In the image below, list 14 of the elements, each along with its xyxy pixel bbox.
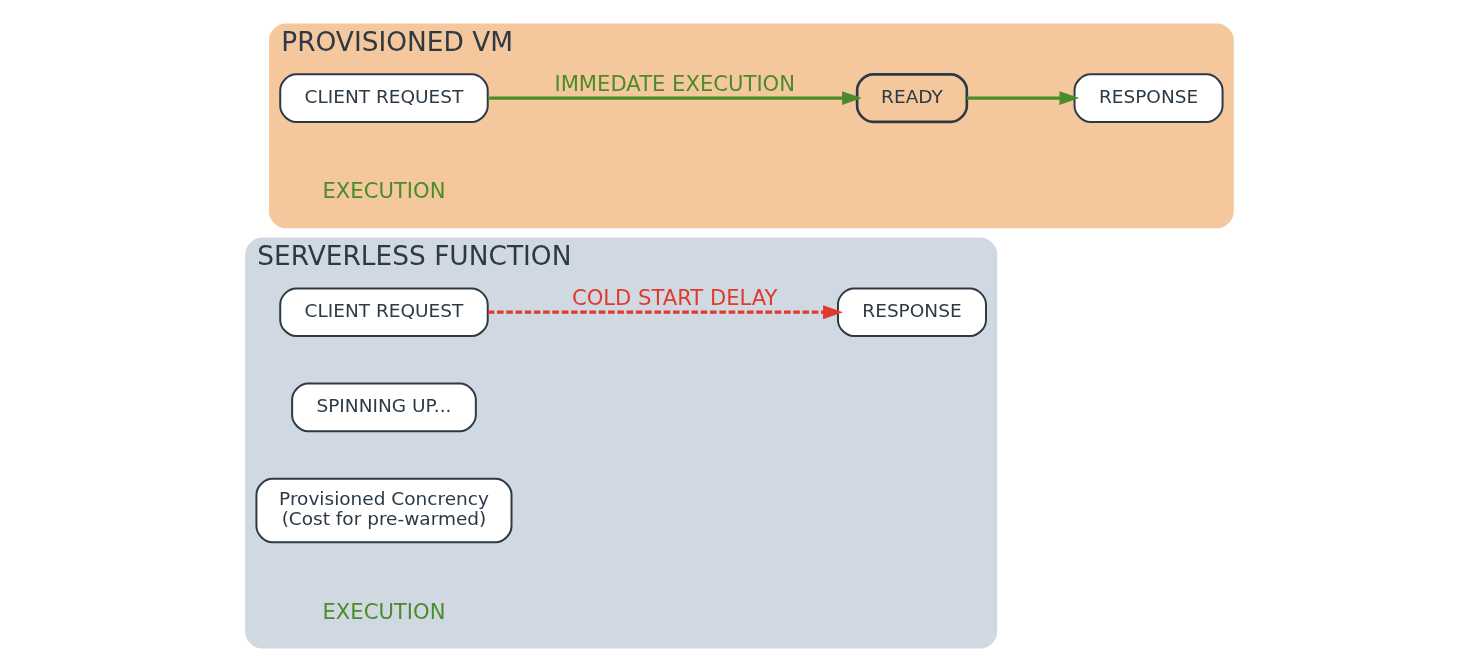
edge-label: COLD START DELAY — [571, 285, 778, 311]
edge-label: IMMEDATE EXECUTION — [553, 71, 795, 97]
node-box: SPINNING UP... — [290, 382, 477, 433]
node-box: READY — [855, 73, 968, 124]
node-box: RESPONSE — [836, 287, 987, 337]
node-box: CLIENT REQUEST — [278, 287, 489, 337]
arrow — [487, 305, 843, 320]
node-box: Provisioned Concrency (Cost for pre-warmed) — [254, 477, 512, 544]
label: EXECUTION — [322, 598, 445, 624]
node-box: RESPONSE — [1073, 73, 1224, 123]
arrow — [966, 91, 1079, 106]
node-box: CLIENT REQUEST — [278, 73, 489, 123]
arrow — [487, 91, 862, 106]
label: EXECUTION — [322, 178, 445, 204]
